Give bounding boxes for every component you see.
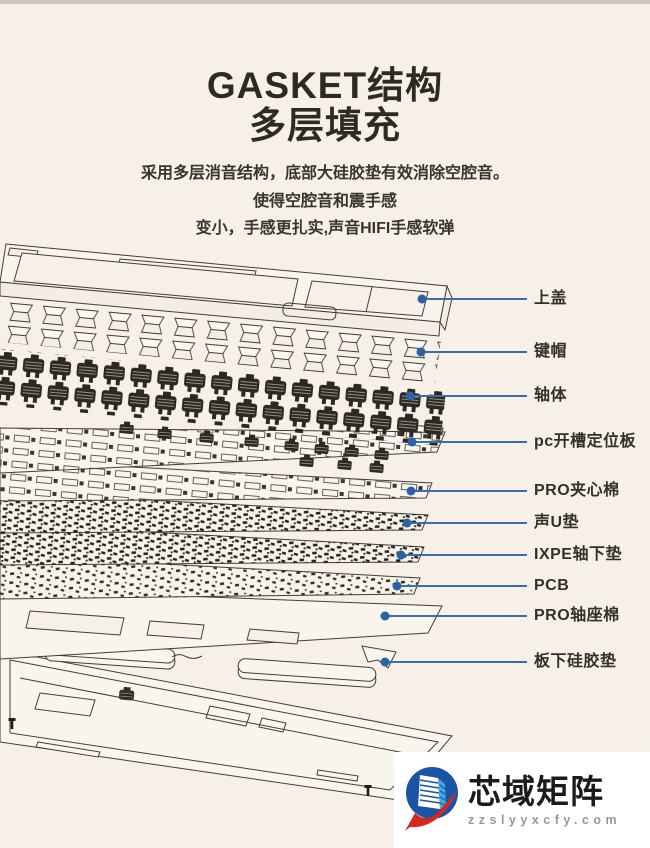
watermark: 芯域矩阵 zzslyyxcfy.com <box>394 752 650 848</box>
layer-bottom-case <box>0 649 453 801</box>
part-label-sandwich-foam: PRO夹心棉 <box>534 482 620 499</box>
part-label-bottom-silicone-pad: 板下硅胶垫 <box>534 653 617 670</box>
part-label-sound-pad: 声U垫 <box>534 514 580 531</box>
layer-top-cover <box>0 243 453 337</box>
part-label-keycaps: 键帽 <box>534 343 568 360</box>
part-label-pcb: PCB <box>534 577 570 594</box>
leader-dots <box>380 294 427 667</box>
watermark-text: 芯域矩阵 zzslyyxcfy.com <box>468 772 622 827</box>
part-label-switch-seat-foam: PRO轴座棉 <box>534 607 620 624</box>
layer-switch-seat-foam <box>0 588 443 660</box>
part-label-switches: 轴体 <box>534 387 568 404</box>
desc-line2: 使得空腔音和震手感 <box>252 192 397 210</box>
brand-domain: zzslyyxcfy.com <box>468 812 622 827</box>
page-top-strip <box>0 0 650 4</box>
layer-switches <box>0 349 446 446</box>
subtitle-paragraph: 采用多层消音结构，底部大硅胶垫有效消除空腔音。 使得空腔音和震手感 变小，手感更… <box>0 160 650 243</box>
layer-plate <box>0 420 446 474</box>
brand-logo-icon <box>405 767 458 831</box>
part-label-top-cover: 上盖 <box>534 290 568 307</box>
title-line1: GASKET结构 <box>206 65 444 106</box>
layer-sandwich-foam <box>0 459 433 502</box>
layer-pcb <box>0 554 421 600</box>
leader-lines <box>380 294 527 667</box>
desc-line1: 采用多层消音结构，底部大硅胶垫有效消除空腔音。 <box>140 165 509 182</box>
part-label-ixpe-pad: IXPE轴下垫 <box>534 546 622 563</box>
header: GASKET结构 多层填充 采用多层消音结构，底部大硅胶垫有效消除空腔音。 使得… <box>0 66 650 243</box>
part-label-plate: pc开槽定位板 <box>534 433 637 450</box>
title-line2: 多层填充 <box>249 105 401 146</box>
layer-sound-pad <box>0 491 429 534</box>
layer-ixpe-pad <box>0 523 425 566</box>
brand-name: 芯域矩阵 <box>468 772 604 810</box>
desc-line3: 变小，手感更扎实,声音HIFI手感软弹 <box>195 220 455 237</box>
page-title: GASKET结构 多层填充 <box>0 66 650 146</box>
layer-keycaps <box>0 300 441 383</box>
